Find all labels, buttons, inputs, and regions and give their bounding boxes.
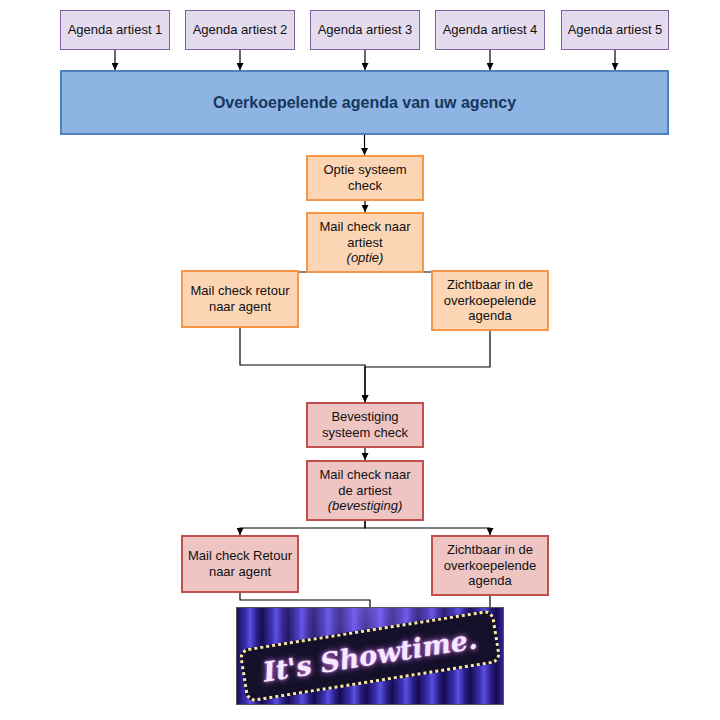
box-text: Zichtbaar in de overkoepelende agenda [437, 542, 543, 589]
box-text: Agenda artiest 3 [318, 22, 413, 38]
box-text: Agenda artiest 4 [443, 22, 538, 38]
process-box: Mail check naar de artiest(bevestiging) [306, 460, 424, 521]
box-text: Mail check retour naar agent [187, 283, 293, 314]
box-text: Zichtbaar in de overkoepelende agenda [437, 277, 543, 324]
process-box: Bevestiging systeem check [306, 402, 424, 448]
process-box: Zichtbaar in de overkoepelende agenda [431, 535, 549, 596]
flow-connector [364, 201, 365, 212]
box-text: Mail check naar artiest [312, 219, 418, 250]
flow-connector [489, 50, 490, 70]
flow-connector [240, 521, 365, 535]
flow-connector [239, 50, 240, 70]
agenda-box: Agenda artiest 5 [561, 10, 669, 50]
box-text: Agenda artiest 5 [568, 22, 663, 38]
agenda-box: Agenda artiest 2 [185, 10, 295, 50]
box-text: Agenda artiest 1 [68, 22, 163, 38]
flow-connector [240, 593, 370, 607]
box-text: Bevestiging systeem check [312, 409, 418, 440]
process-box: Mail check retour naar agent [181, 270, 299, 328]
flow-connector [365, 521, 490, 535]
process-box: Zichtbaar in de overkoepelende agenda [431, 270, 549, 331]
process-box: Optie systeem check [306, 155, 424, 201]
flow-connector [614, 50, 615, 70]
flow-connector [489, 596, 490, 607]
box-text: (bevestiging) [328, 498, 402, 514]
showtime-text: It's Showtime. [238, 609, 502, 703]
flow-connector [365, 331, 490, 402]
box-text: Optie systeem check [312, 162, 418, 193]
process-box: Mail check naar artiest(optie) [306, 212, 424, 273]
box-text: Mail check Retour naar agent [187, 548, 293, 579]
box-text: Agenda artiest 2 [193, 22, 288, 38]
agenda-box: Agenda artiest 1 [60, 10, 170, 50]
box-text: (optie) [347, 250, 384, 266]
box-text: Overkoepelende agenda van uw agency [213, 93, 516, 112]
showtime-picture: It's Showtime. [236, 607, 504, 705]
agenda-box: Agenda artiest 3 [310, 10, 420, 50]
flow-connector [364, 50, 365, 70]
agenda-box: Agenda artiest 4 [435, 10, 545, 50]
flow-connector [114, 50, 115, 70]
flow-connector [364, 448, 365, 460]
box-text: Mail check naar de artiest [312, 467, 418, 498]
process-box: Mail check Retour naar agent [181, 535, 299, 593]
agency-band: Overkoepelende agenda van uw agency [60, 70, 669, 135]
flow-connector [364, 135, 365, 155]
flow-connector [240, 328, 365, 402]
